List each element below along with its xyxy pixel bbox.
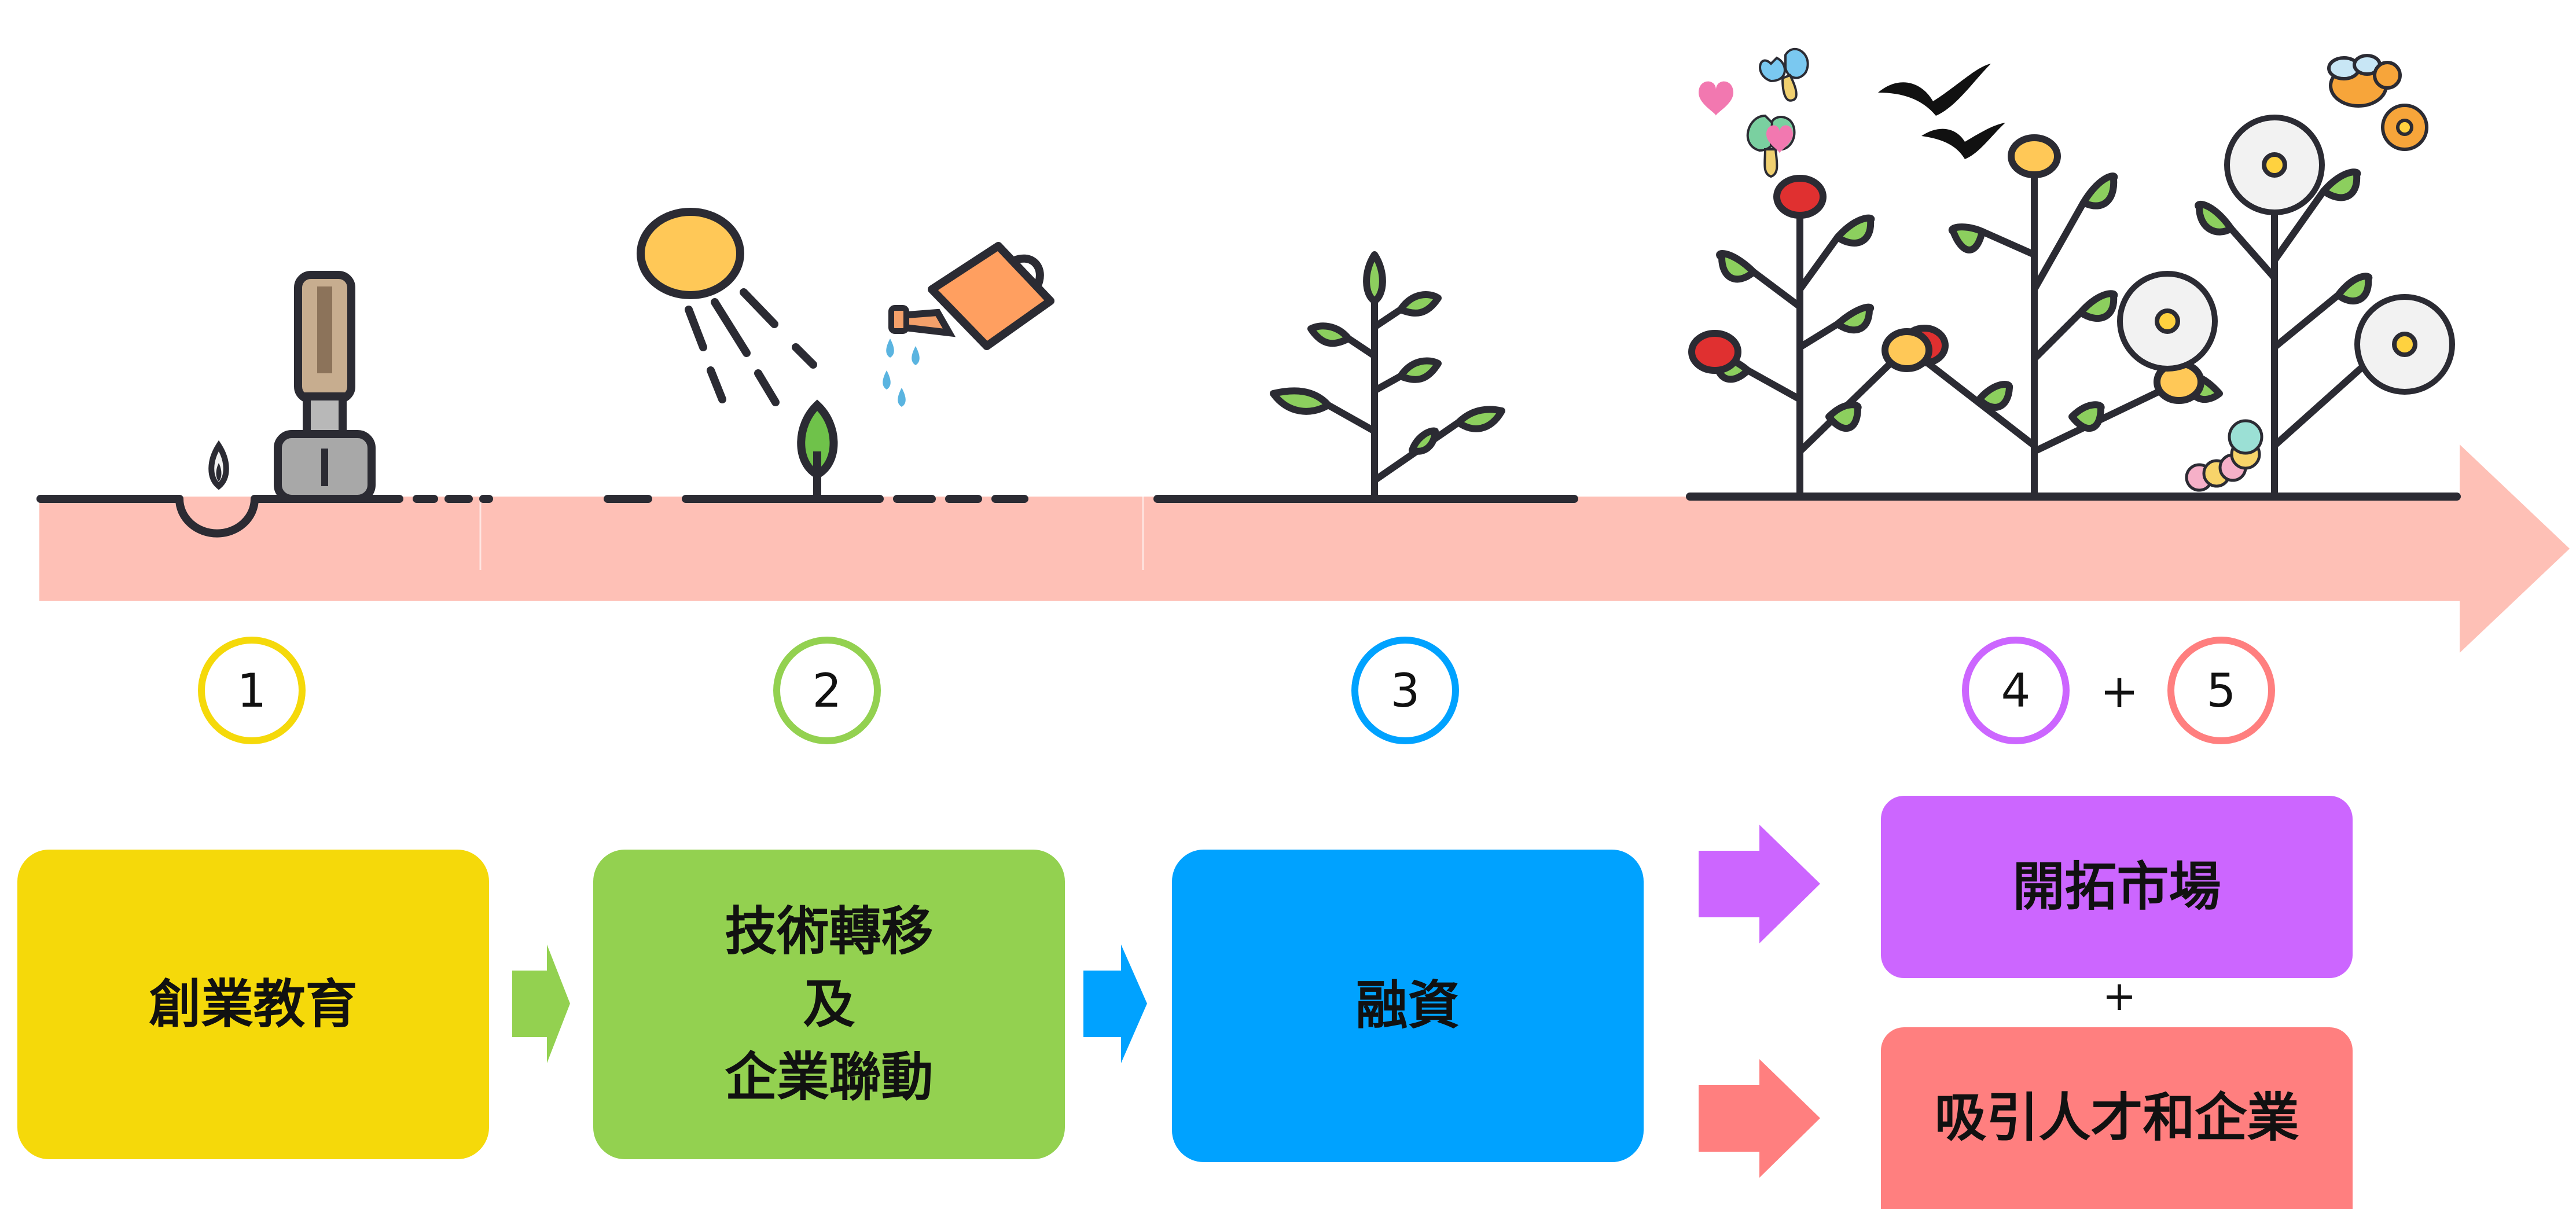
financing-label: 融資 xyxy=(1355,975,1460,1036)
tech-transfer-line-1: 技術轉移 xyxy=(725,901,934,962)
entrepreneurship-education-label: 創業教育 xyxy=(149,973,358,1035)
entrepreneurship-education-box: 創業教育 xyxy=(17,850,489,1159)
stage-5-circle: 5 xyxy=(2167,637,2275,744)
arrow-to-talent xyxy=(1699,1059,1820,1178)
talent-attraction-box: 吸引人才和企業 xyxy=(1881,1027,2353,1209)
timeline-arrow xyxy=(39,444,2570,653)
flowering-garden-icon xyxy=(1688,47,2455,495)
hearts-icon xyxy=(1699,81,1793,153)
stage-3-circle: 3 xyxy=(1351,637,1459,744)
sun-and-watering-can-icon xyxy=(637,208,1054,499)
market-expansion-label: 開拓市場 xyxy=(2012,856,2221,917)
tech-transfer-line-3: 企業聯動 xyxy=(725,1046,934,1108)
market-expansion-box: 開拓市場 xyxy=(1881,796,2353,978)
tech-transfer-box: 技術轉移 及 企業聯動 xyxy=(593,850,1065,1159)
stage-4-circle: 4 xyxy=(1962,637,2070,744)
seed-and-trowel-icon xyxy=(208,271,376,503)
financing-box: 融資 xyxy=(1172,850,1644,1162)
stage-2-circle: 2 xyxy=(773,637,881,744)
talent-attraction-label: 吸引人才和企業 xyxy=(1934,1087,2299,1148)
timeline-plus-sign: + xyxy=(2100,664,2139,718)
stage-1-circle: 1 xyxy=(198,637,306,744)
butterflies-icon xyxy=(1746,47,1809,178)
arrow-education-to-tech xyxy=(512,945,570,1063)
arrow-tech-to-financing xyxy=(1083,945,1147,1063)
young-plant-icon xyxy=(1270,251,1505,495)
tech-transfer-line-2: 及 xyxy=(803,973,855,1035)
birds-icon xyxy=(1878,64,2005,159)
caterpillar-icon xyxy=(2185,419,2263,492)
box-plus-sign: + xyxy=(2102,972,2137,1020)
bee-icon xyxy=(2327,54,2428,151)
arrow-to-market xyxy=(1699,825,1820,943)
